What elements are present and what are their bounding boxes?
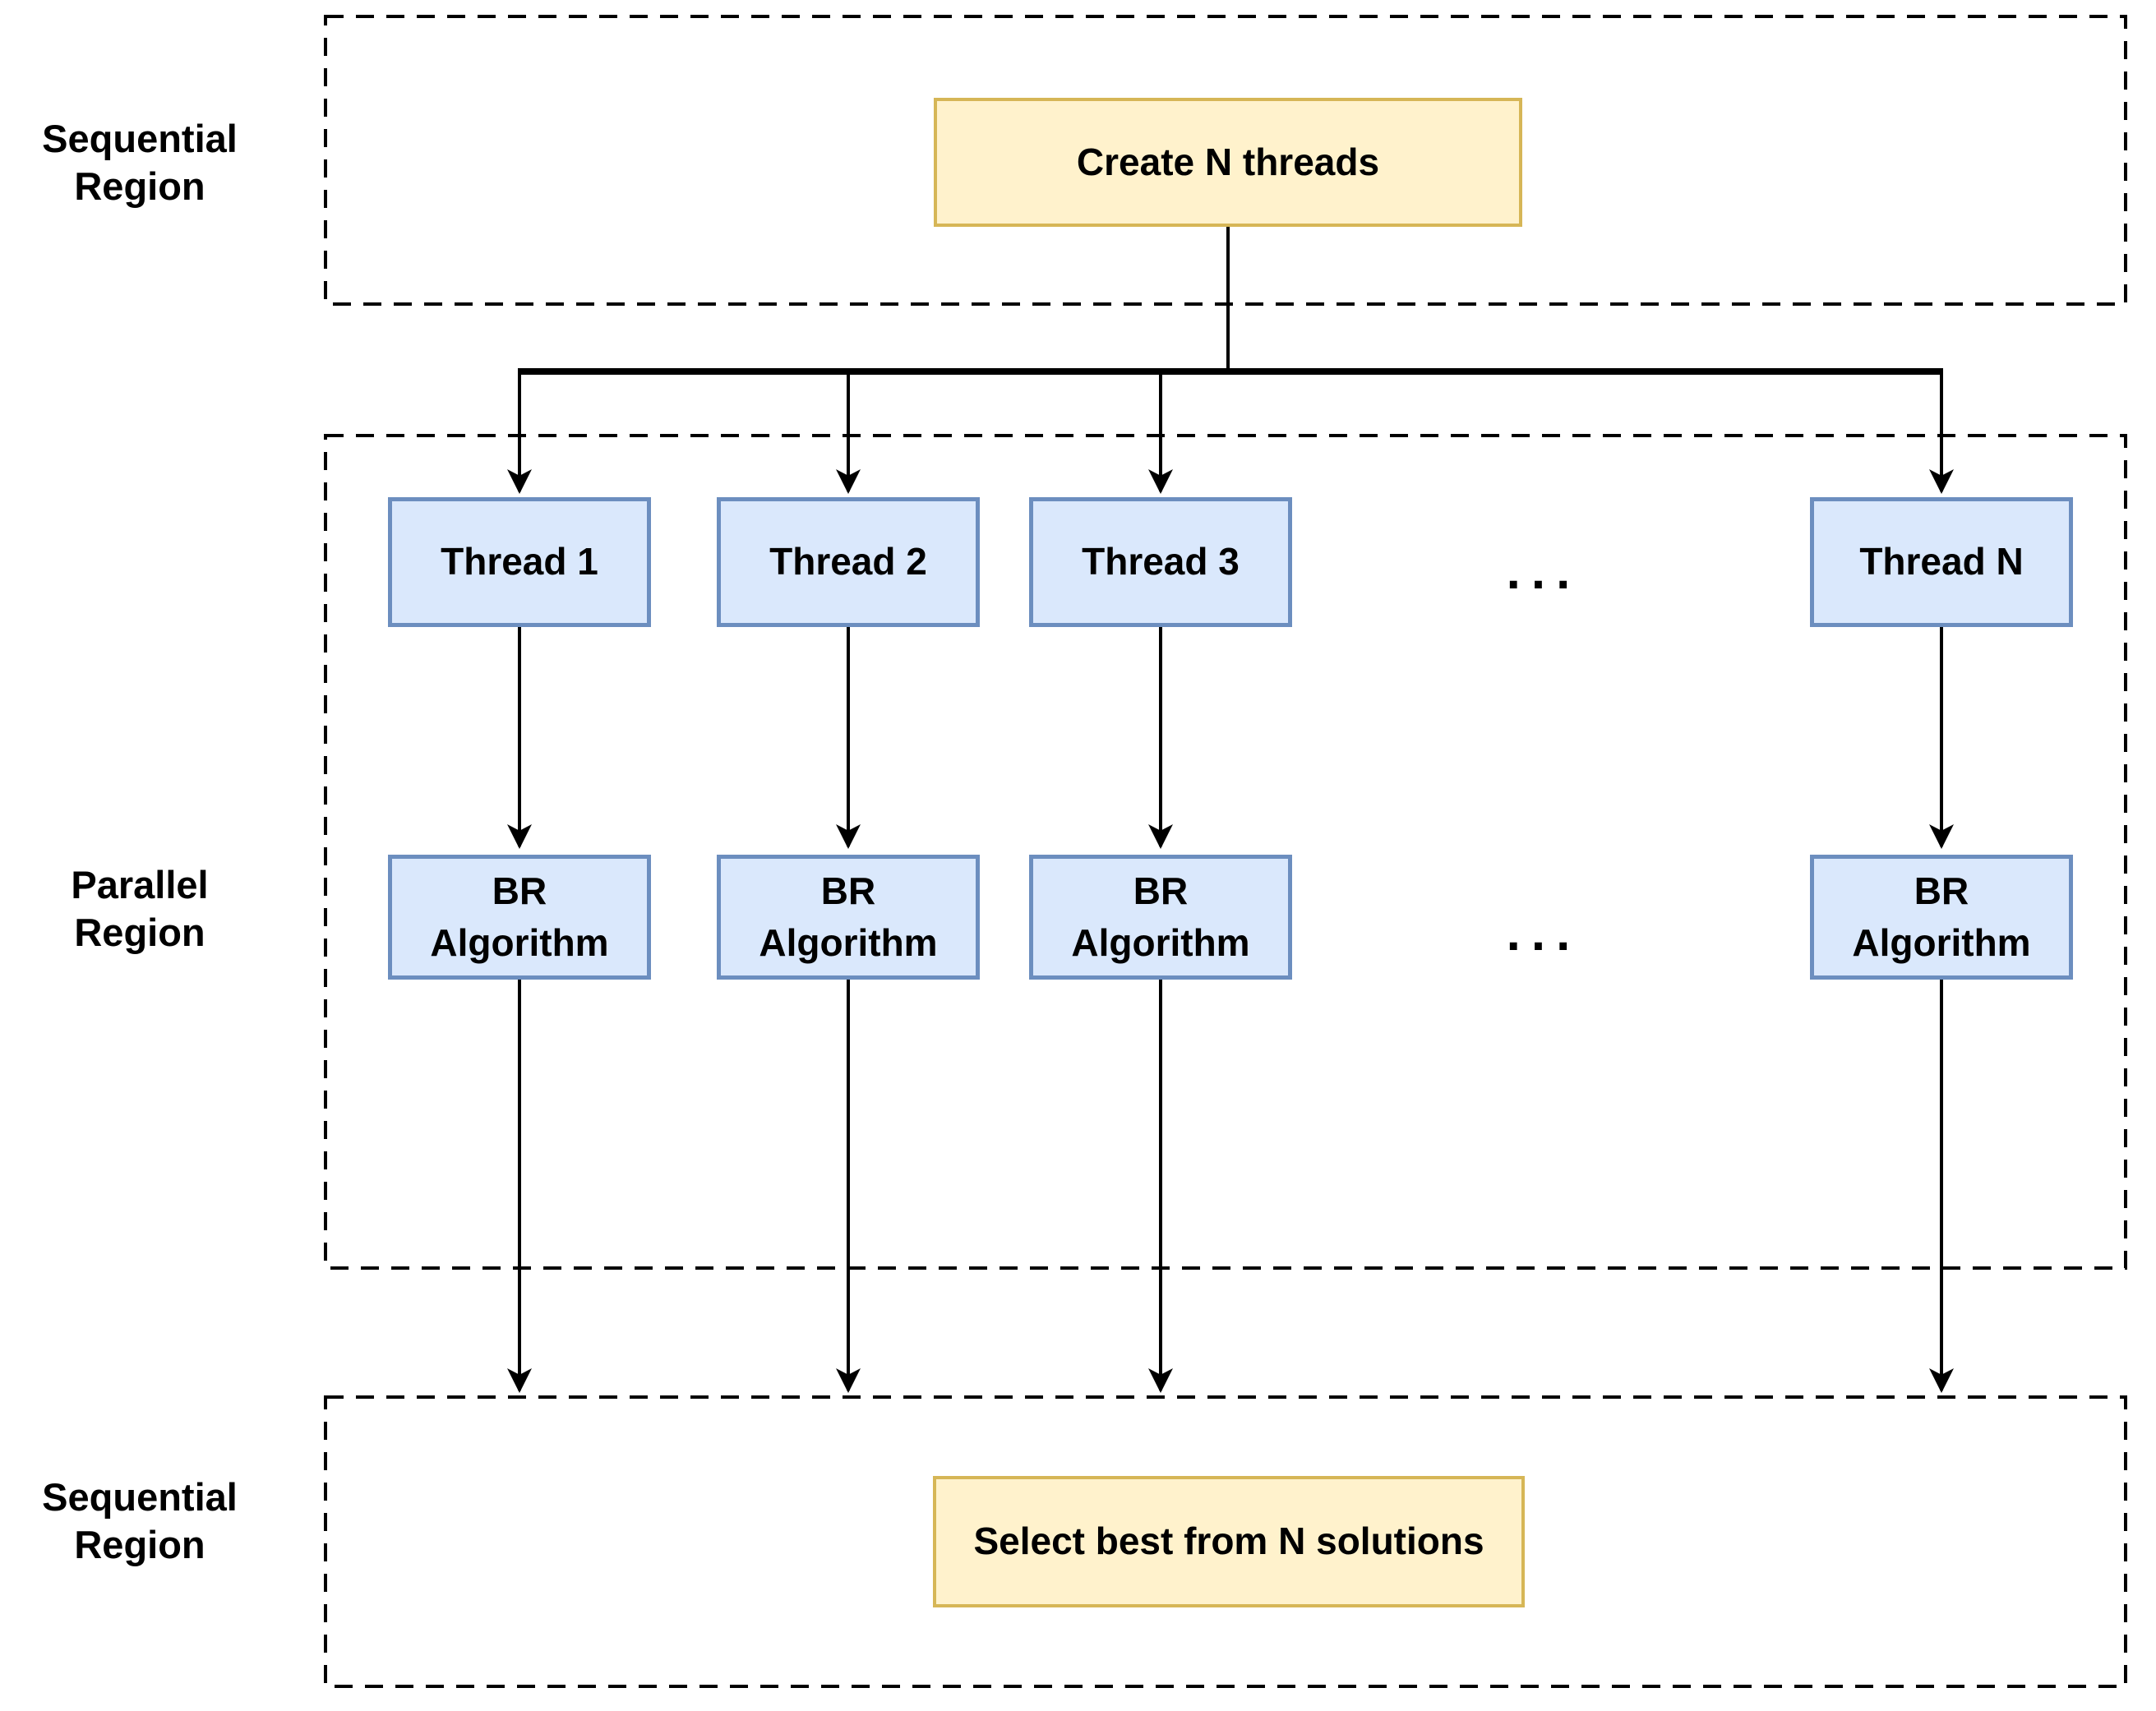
sequential-region-top-label: Sequential Region <box>4 115 275 211</box>
thread-3-node: Thread 3 <box>1029 497 1292 627</box>
br-algorithm-3-node: BR Algorithm <box>1029 855 1292 980</box>
node-label: BR <box>492 869 547 912</box>
node-label: Thread 1 <box>441 540 598 583</box>
node-label: Thread 2 <box>769 540 927 583</box>
node-label: Algorithm <box>430 921 609 964</box>
node-label: Algorithm <box>1852 921 2031 964</box>
node-label: Algorithm <box>759 921 938 964</box>
label-line: Region <box>74 911 205 955</box>
sequential-region-bottom-border <box>324 1395 2127 1688</box>
parallel-region-border <box>324 434 2127 1270</box>
thread-n-node: Thread N <box>1810 497 2073 627</box>
select-best-node: Select best from N solutions <box>933 1476 1525 1607</box>
node-label: Thread N <box>1859 540 2024 583</box>
br-algorithms-ellipsis: ... <box>1506 905 1581 962</box>
thread-2-node: Thread 2 <box>717 497 980 627</box>
label-line: Parallel <box>71 863 209 906</box>
thread-1-node: Thread 1 <box>388 497 651 627</box>
label-line: Region <box>74 164 205 209</box>
node-label: BR <box>820 869 876 912</box>
br-algorithm-n-node: BR Algorithm <box>1810 855 2073 980</box>
create-n-threads-node: Create N threads <box>934 98 1522 227</box>
label-line: Region <box>74 1523 205 1567</box>
node-label: BR <box>1133 869 1189 912</box>
node-label: Create N threads <box>1076 140 1380 183</box>
sequential-region-top-border <box>324 15 2127 306</box>
node-label: BR <box>1914 869 1969 912</box>
br-algorithm-1-node: BR Algorithm <box>388 855 651 980</box>
node-label: Thread 3 <box>1082 540 1240 583</box>
node-label: Select best from N solutions <box>973 1520 1484 1563</box>
node-label: Algorithm <box>1071 921 1250 964</box>
br-algorithm-2-node: BR Algorithm <box>717 855 980 980</box>
sequential-region-bottom-label: Sequential Region <box>4 1473 275 1570</box>
parallel-region-label: Parallel Region <box>4 861 275 957</box>
threads-ellipsis: ... <box>1506 543 1581 600</box>
label-line: Sequential <box>42 117 238 160</box>
label-line: Sequential <box>42 1475 238 1519</box>
